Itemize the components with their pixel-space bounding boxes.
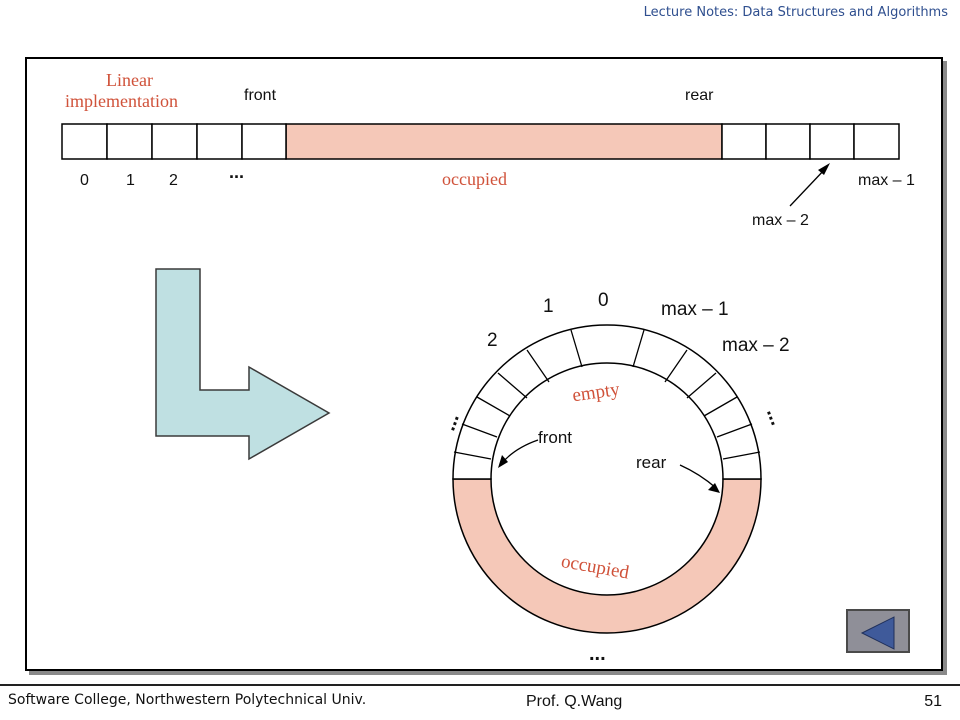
linear-cell (241, 123, 287, 160)
circular-dots-left: ... (438, 410, 464, 433)
linear-array (61, 123, 900, 160)
back-nav-button[interactable] (846, 609, 910, 653)
circular-front-arrow (498, 439, 539, 468)
l-shaped-arrow-icon (155, 268, 331, 461)
back-triangle-icon (860, 616, 895, 650)
footer-author: Prof. Q.Wang (526, 693, 623, 710)
linear-index-2: 2 (169, 172, 178, 189)
footer-institution: Software College, Northwestern Polytechn… (8, 692, 367, 708)
linear-index-0: 0 (80, 172, 89, 189)
linear-rear-label: rear (685, 87, 714, 104)
linear-occupied-label: occupied (442, 169, 507, 189)
circular-rear-arrow (679, 464, 720, 493)
linear-occupied-region (285, 123, 723, 160)
circular-label-0: 0 (598, 290, 609, 311)
circular-occupied-region (452, 478, 762, 634)
linear-front-label: front (244, 87, 277, 104)
linear-cell (61, 123, 108, 160)
header-title: Lecture Notes: Data Structures and Algor… (643, 5, 948, 20)
circular-occupied-label: occupied (559, 551, 631, 584)
footer-divider (0, 684, 960, 686)
linear-max-minus-2: max – 2 (752, 212, 809, 229)
linear-cell (151, 123, 198, 160)
page-number: 51 (924, 693, 942, 710)
linear-caption-line2: implementation (65, 91, 178, 111)
linear-cell (721, 123, 767, 160)
linear-ellipsis: ... (229, 162, 244, 182)
circular-label-2: 2 (487, 330, 498, 351)
linear-index-1: 1 (126, 172, 135, 189)
linear-cell (106, 123, 153, 160)
linear-cell (809, 123, 855, 160)
circular-max-minus-1: max – 1 (661, 299, 729, 320)
linear-cell (196, 123, 243, 160)
circular-empty-region (452, 324, 762, 480)
linear-cell (765, 123, 811, 160)
circular-label-1: 1 (543, 296, 554, 317)
linear-cell (853, 123, 900, 160)
linear-max-minus-1: max – 1 (858, 172, 915, 189)
circular-dots-right: ... (762, 405, 788, 428)
circular-max-minus-2: max – 2 (722, 335, 790, 356)
circular-dots-bottom: ... (589, 643, 606, 665)
linear-caption-line1: Linear (106, 70, 153, 90)
circular-rear-label: rear (636, 453, 667, 472)
circular-ring (452, 324, 762, 634)
circular-empty-label: empty (571, 379, 621, 406)
circular-front-label: front (538, 428, 572, 447)
linear-max-minus-2-arrow (789, 163, 830, 207)
